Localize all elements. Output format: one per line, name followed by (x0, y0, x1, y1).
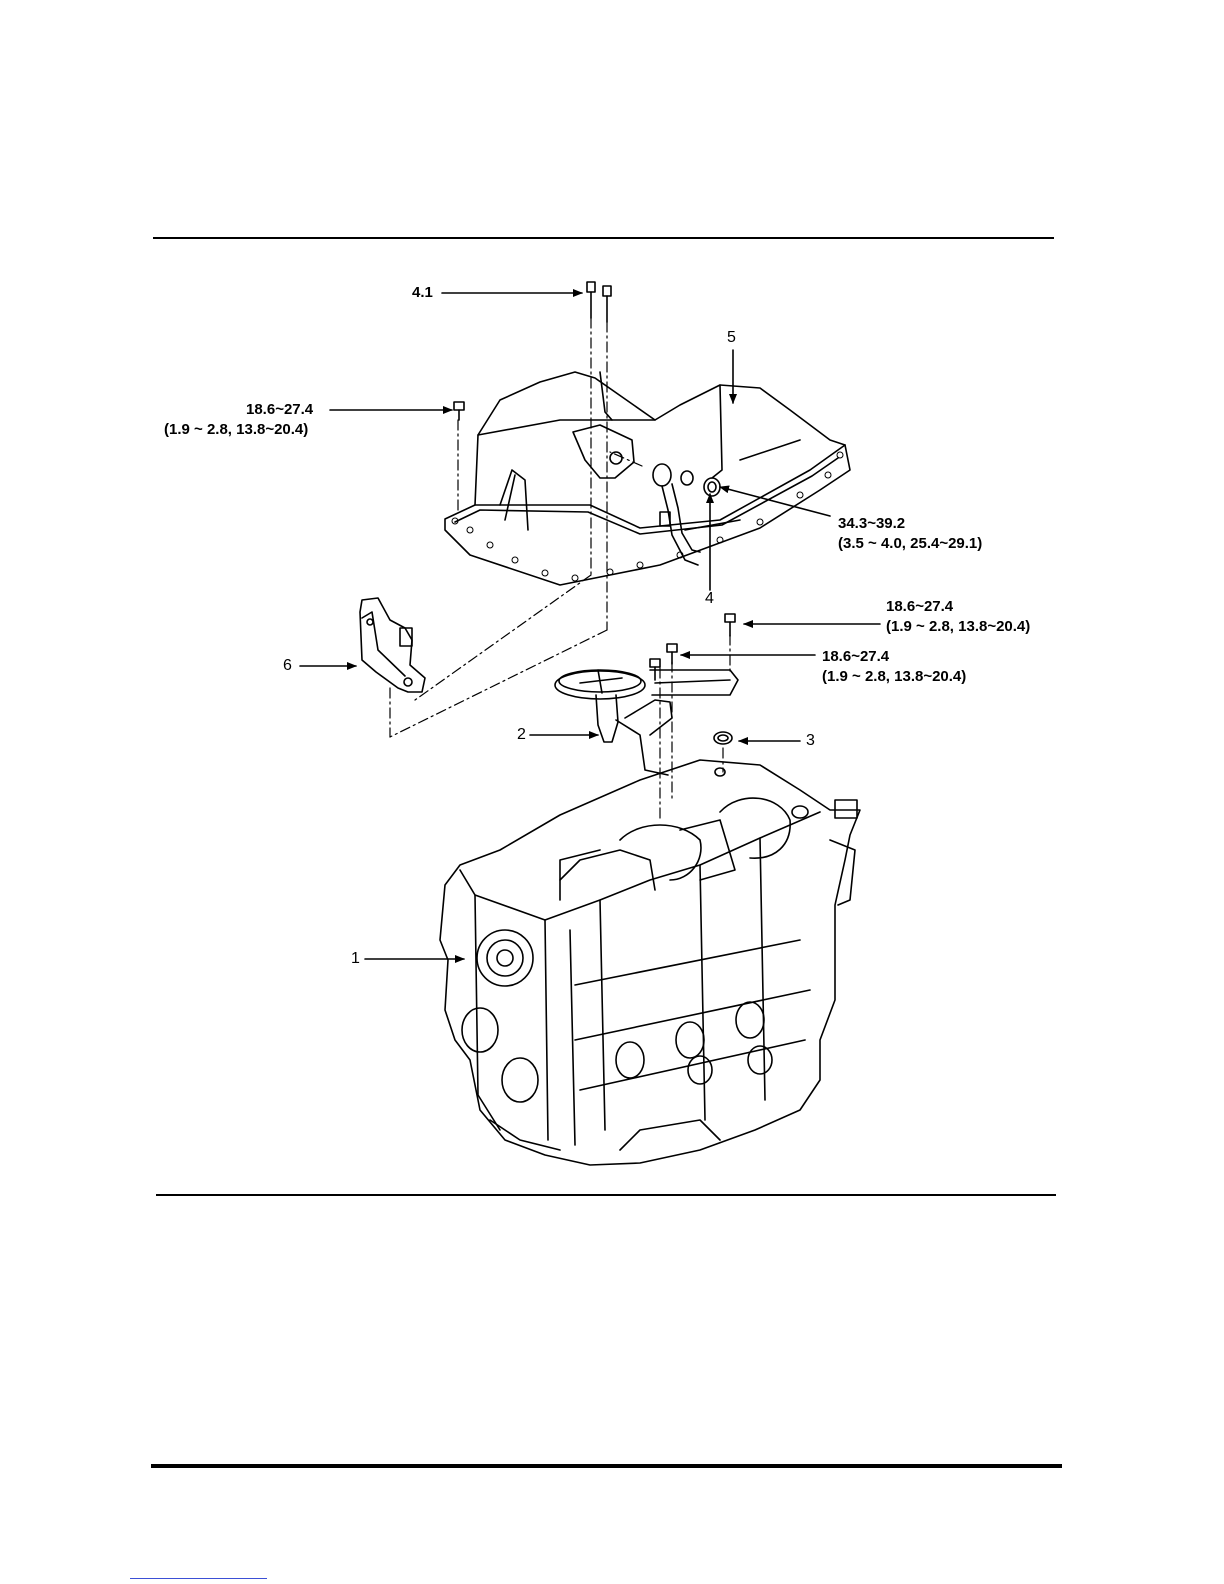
drain-plug (704, 478, 720, 496)
callout-6: 6 (283, 657, 292, 675)
callout-4: 4 (705, 590, 714, 608)
callout-4-1: 4.1 (412, 284, 433, 302)
torque-strainer-line1: 18.6~27.4 (822, 648, 889, 666)
cylinder-block (440, 760, 860, 1165)
torque-pan-line2: (1.9 ~ 2.8, 13.8~20.4) (164, 421, 308, 439)
torque-upper-right-line2: (1.9 ~ 2.8, 13.8~20.4) (886, 618, 1030, 636)
strainer-bolts (650, 644, 677, 680)
pan-bolt (454, 402, 464, 420)
dipstick-tube (653, 464, 740, 565)
bracket (360, 598, 425, 692)
callout-1: 1 (351, 950, 360, 968)
oil-strainer (555, 670, 738, 775)
torque-drain-line1: 34.3~39.2 (838, 515, 905, 533)
torque-drain-line2: (3.5 ~ 4.0, 25.4~29.1) (838, 535, 982, 553)
torque-upper-right-line1: 18.6~27.4 (886, 598, 953, 616)
oil-pan (445, 372, 850, 585)
baffle-bolt (725, 614, 735, 636)
alignment-lines (390, 318, 730, 820)
callout-3: 3 (806, 732, 815, 750)
leader-arrows (300, 293, 880, 959)
o-ring (714, 732, 732, 744)
torque-pan-line1: 18.6~27.4 (246, 401, 313, 419)
torque-strainer-line2: (1.9 ~ 2.8, 13.8~20.4) (822, 668, 966, 686)
long-bolts (587, 282, 611, 322)
callout-5: 5 (727, 329, 736, 347)
callout-2: 2 (517, 726, 526, 744)
